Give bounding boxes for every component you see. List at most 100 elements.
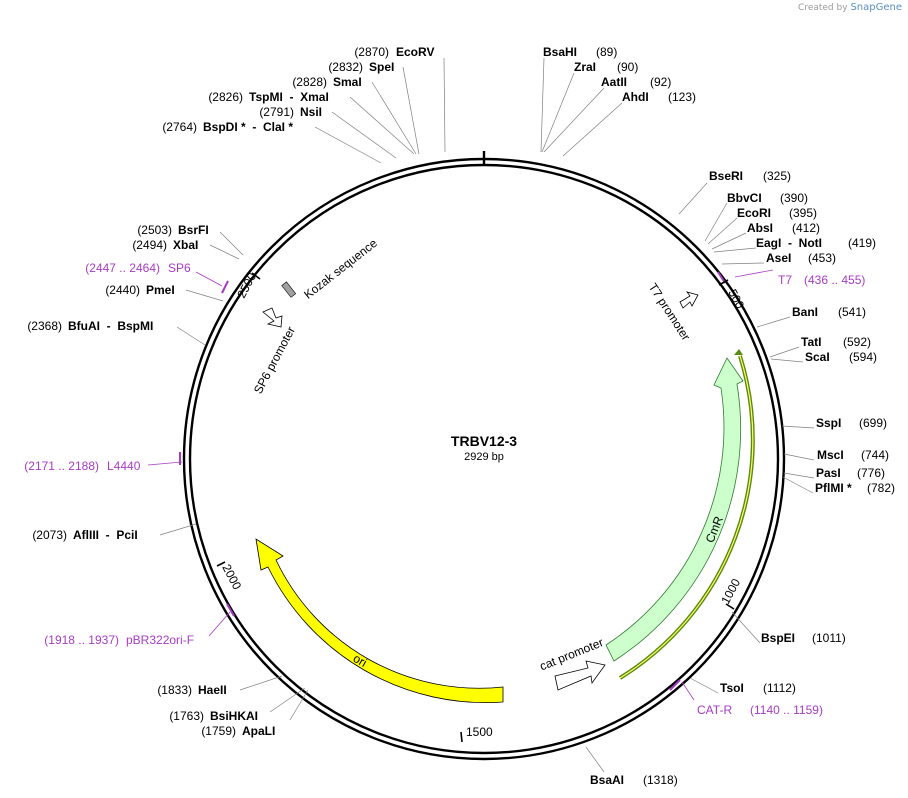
created-by-text: Created by	[798, 3, 848, 13]
enzyme-name: BseRI	[709, 169, 743, 183]
enzyme-pos: (1833)	[157, 683, 192, 697]
snapgene-credit: Created by SnapGene	[798, 2, 902, 13]
enzyme-bspdi-clai: (2764) BspDI * - ClaI *	[162, 120, 293, 134]
leader-afliii	[159, 523, 197, 536]
enzyme-name: NsiI	[300, 105, 322, 119]
primer-name: L4440	[107, 459, 141, 473]
enzyme-msci: MscI (744)	[817, 448, 889, 462]
enzyme-name: MscI	[817, 448, 844, 462]
enzyme-pos: (325)	[763, 169, 791, 183]
tick-2000	[216, 561, 226, 567]
kozak-label: Kozak sequence	[301, 236, 380, 302]
enzyme-name: EagI - NotI	[756, 236, 822, 250]
enzyme-pos: (744)	[861, 448, 889, 462]
enzyme-bsahi: BsaHI(89)	[543, 45, 617, 59]
primer-t7: T7 (436 .. 455)	[778, 273, 865, 287]
tick-label-2000: 2000	[219, 562, 244, 592]
leader-bseri	[678, 182, 708, 215]
tick-1500	[460, 731, 463, 743]
enzyme-xbai: (2494)XbaI	[132, 238, 198, 252]
enzyme-pos: (395)	[789, 206, 817, 220]
enzyme-pos: (2832)	[328, 60, 363, 74]
enzyme-pos: (1112)	[763, 681, 796, 695]
enzyme-tspmi-xmai: (2826)TspMI - XmaI	[208, 90, 328, 104]
enzyme-name: HaeII	[198, 683, 227, 697]
enzyme-name: EcoRV	[396, 45, 434, 59]
enzyme-pos: (2870)	[354, 45, 389, 59]
enzyme-name: ApaLI	[242, 724, 275, 738]
leader-haeii	[239, 675, 283, 691]
leader-bsahi	[540, 57, 545, 153]
primer-sp6: (2447 .. 2464)SP6	[85, 261, 191, 275]
leader-pasi	[783, 472, 815, 479]
enzyme-nsii: (2791)NsiI	[259, 105, 322, 119]
primer-name: pBR322ori-F	[126, 633, 194, 647]
primer-cat-r: CAT-R(1140 .. 1159)	[697, 703, 823, 717]
enzyme-name: TsoI	[720, 681, 744, 695]
enzyme-asei: AseI(453)	[766, 251, 836, 265]
enzyme-pmei: (2440)PmeI	[105, 283, 174, 297]
leader-apali	[289, 689, 309, 721]
snapgene-brand: SnapGene	[850, 2, 902, 13]
primer-range: (2447 .. 2464)	[85, 261, 160, 275]
enzyme-name: BanI	[792, 305, 818, 319]
tick-2500	[251, 272, 261, 280]
enzyme-spei: (2832) SpeI	[328, 60, 394, 74]
leader-zrai	[541, 72, 575, 153]
primer-range: (2171 .. 2188)	[24, 459, 99, 473]
leader-tati	[769, 346, 800, 358]
enzyme-name: PmeI	[146, 283, 175, 297]
primer-l4440: (2171 .. 2188) L4440	[24, 459, 140, 473]
enzyme-name: AseI	[766, 251, 791, 265]
enzyme-name: BsiHKAI	[210, 709, 258, 723]
tick-1000	[725, 603, 735, 610]
enzyme-bani: BanI(541)	[792, 305, 866, 319]
enzyme-smai: (2828)SmaI	[292, 75, 361, 89]
enzyme-name: BsaHI	[543, 45, 577, 59]
enzyme-tati: TatI(592)	[801, 335, 871, 349]
leader-ecorv	[443, 57, 446, 153]
leader-bspei	[731, 611, 761, 644]
enzyme-sspi: SspI(699)	[816, 416, 887, 430]
tick-label-1000: 1000	[718, 576, 743, 606]
leader-spei	[402, 66, 420, 155]
enzyme-name: ScaI	[805, 350, 830, 364]
enzyme-pos: (2764)	[162, 120, 197, 134]
primer-name: T7	[778, 273, 792, 287]
enzyme-aatii: AatII(92)	[601, 75, 671, 89]
enzyme-zrai: ZraI(90)	[574, 60, 638, 74]
primer-pbr322ori-f: (1918 .. 1937)pBR322ori-F	[44, 633, 194, 647]
enzyme-name: BspDI * - ClaI *	[203, 120, 293, 134]
enzyme-name: AhdI	[622, 90, 649, 104]
primer-sp6-leader	[195, 271, 223, 287]
enzyme-eagi-noti: EagI - NotI (419)	[756, 236, 876, 250]
primer-pbr322-leader	[208, 611, 231, 637]
enzyme-pos: (1011)	[812, 631, 846, 645]
enzyme-ecorv: (2870) EcoRV	[354, 45, 434, 59]
enzyme-pos: (2828)	[292, 75, 327, 89]
enzyme-ecori: EcoRI(395)	[737, 206, 817, 220]
enzyme-ahdi: AhdI (123)	[622, 90, 696, 104]
enzyme-name: SpeI	[369, 60, 394, 74]
primer-l4440-leader	[147, 461, 183, 466]
primer-range: (436 .. 455)	[804, 273, 865, 287]
leader-bsrfi	[219, 231, 244, 256]
enzyme-pos: (2073)	[32, 528, 67, 542]
enzyme-name: TatI	[801, 335, 821, 349]
enzyme-pos: (776)	[857, 466, 885, 480]
enzyme-bseri: BseRI (325)	[709, 169, 791, 183]
enzyme-pos: (782)	[867, 481, 895, 495]
plasmid-name: TRBV12-3	[451, 433, 517, 449]
enzyme-pos: (419)	[848, 236, 876, 250]
enzyme-name: BsrFI	[178, 223, 209, 237]
enzyme-name: AbsI	[747, 221, 773, 235]
leader-smai	[371, 81, 417, 155]
plasmid-length: 2929 bp	[464, 451, 504, 463]
enzyme-bsrfi: (2503)BsrFI	[137, 223, 208, 237]
leader-ahdi	[562, 102, 623, 157]
leader-aatii	[543, 87, 605, 153]
leader-scai	[770, 358, 804, 363]
enzyme-pos: (123)	[668, 90, 696, 104]
enzyme-name: PasI	[816, 466, 841, 480]
